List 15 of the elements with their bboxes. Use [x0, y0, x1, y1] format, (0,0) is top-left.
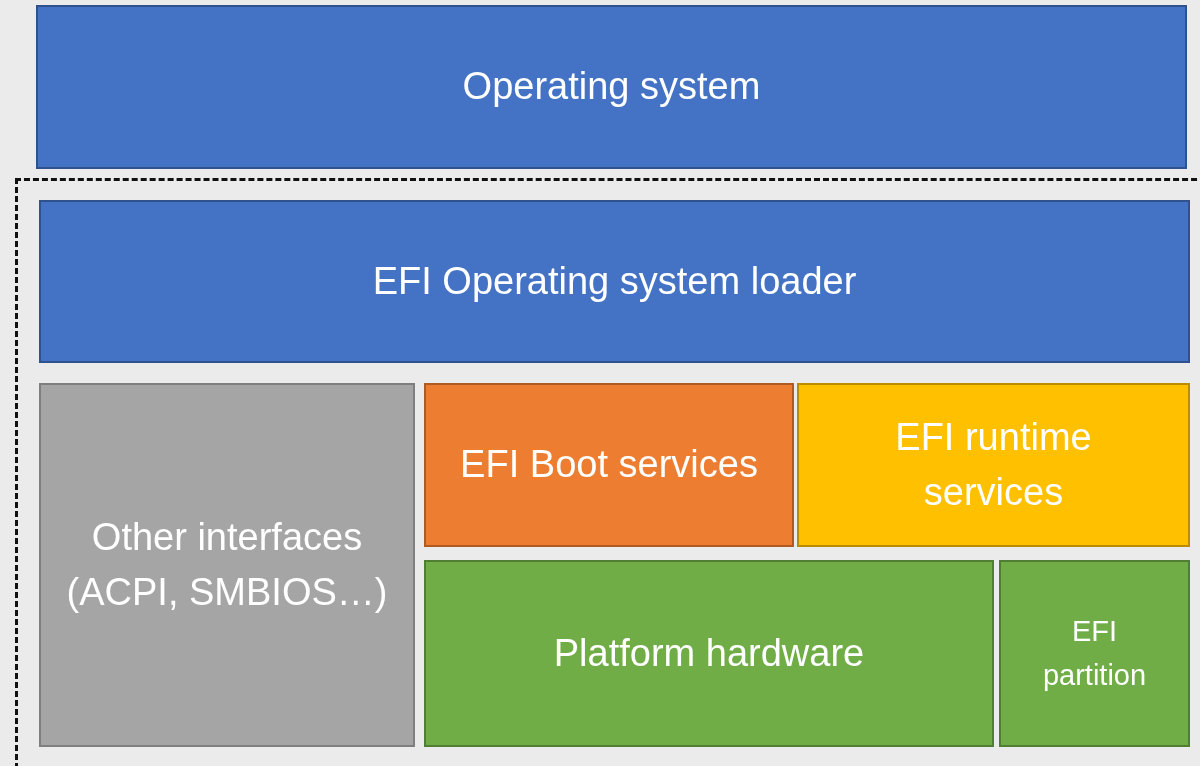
layer-label: Other interfaces (ACPI, SMBIOS…) — [65, 514, 389, 615]
layer-label: EFI runtime services — [894, 414, 1093, 515]
layer-label: EFI partition — [1041, 614, 1148, 693]
layer-label: Operating system — [461, 64, 762, 110]
layer-box — [999, 560, 1190, 747]
layer-box — [39, 383, 415, 747]
layer-box — [424, 383, 794, 547]
dashed-boundary-box — [15, 178, 1200, 766]
layer-label: EFI Operating system loader — [371, 258, 858, 304]
layer-box — [39, 200, 1190, 363]
layer-box — [424, 560, 994, 747]
layer-label: EFI Boot services — [459, 442, 759, 488]
layer-box — [36, 5, 1187, 169]
layer-box — [797, 383, 1190, 547]
layer-label: Platform hardware — [552, 630, 866, 676]
